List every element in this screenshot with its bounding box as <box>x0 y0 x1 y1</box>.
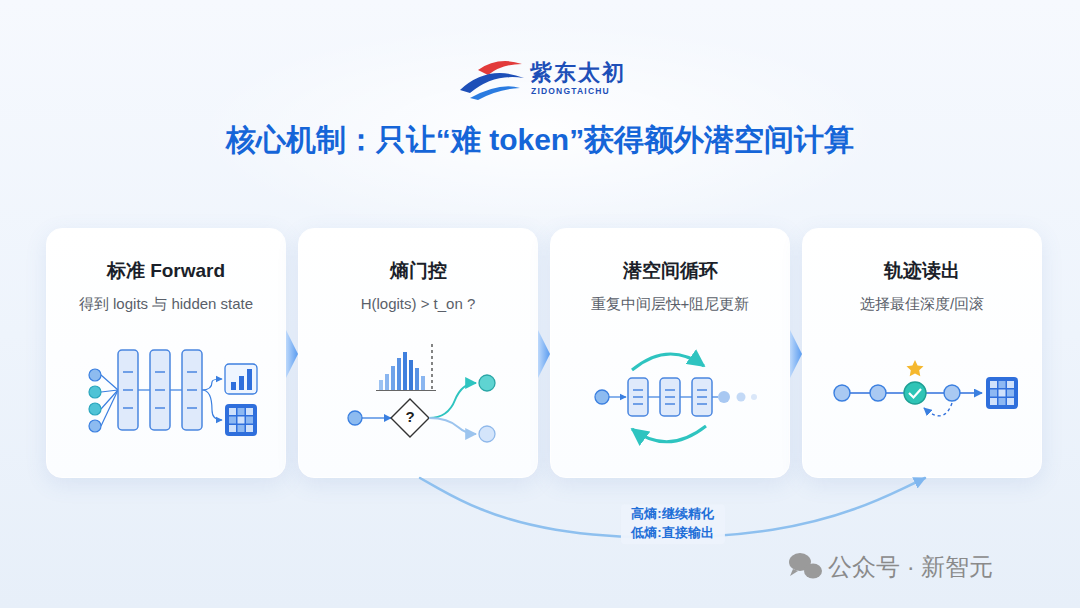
step-description: 重复中间层快+阻尼更新 <box>561 294 779 314</box>
decision-mark: ? <box>400 408 420 425</box>
step-description: 得到 logits 与 hidden state <box>57 294 275 314</box>
readout-illustration <box>834 360 1018 416</box>
brand-subtitle: ZIDONGTAICHU <box>531 86 610 96</box>
gate-illustration <box>348 344 495 442</box>
loop-illustration <box>595 354 757 442</box>
step-heading: 潜空间循环 <box>561 259 779 284</box>
watermark-icon <box>789 553 822 579</box>
step-heading: 标准 Forward <box>57 259 275 284</box>
title: 核心机制：只让“难 token”获得额外潜空间计算 <box>0 120 1080 161</box>
step-card: 熵门控 H(logits) > t_on ? <box>298 228 538 478</box>
step-card: 轨迹读出选择最佳深度/回滚 <box>802 228 1042 478</box>
watermark: 公众号 · 新智元 <box>828 551 993 583</box>
logo-mark <box>460 61 524 100</box>
brand-name: 紫东太初 <box>530 58 626 88</box>
step-arrow <box>790 330 802 378</box>
step-arrow <box>286 330 298 378</box>
step-heading: 熵门控 <box>309 259 527 284</box>
step-description: 选择最佳深度/回滚 <box>813 294 1031 314</box>
step-description: H(logits) > t_on ? <box>309 294 527 314</box>
step-arrow <box>538 330 550 378</box>
forward-illustration <box>89 350 257 436</box>
step-heading: 轨迹读出 <box>813 259 1031 284</box>
edge-label: 高熵:继续精化 低熵:直接输出 <box>620 504 724 544</box>
